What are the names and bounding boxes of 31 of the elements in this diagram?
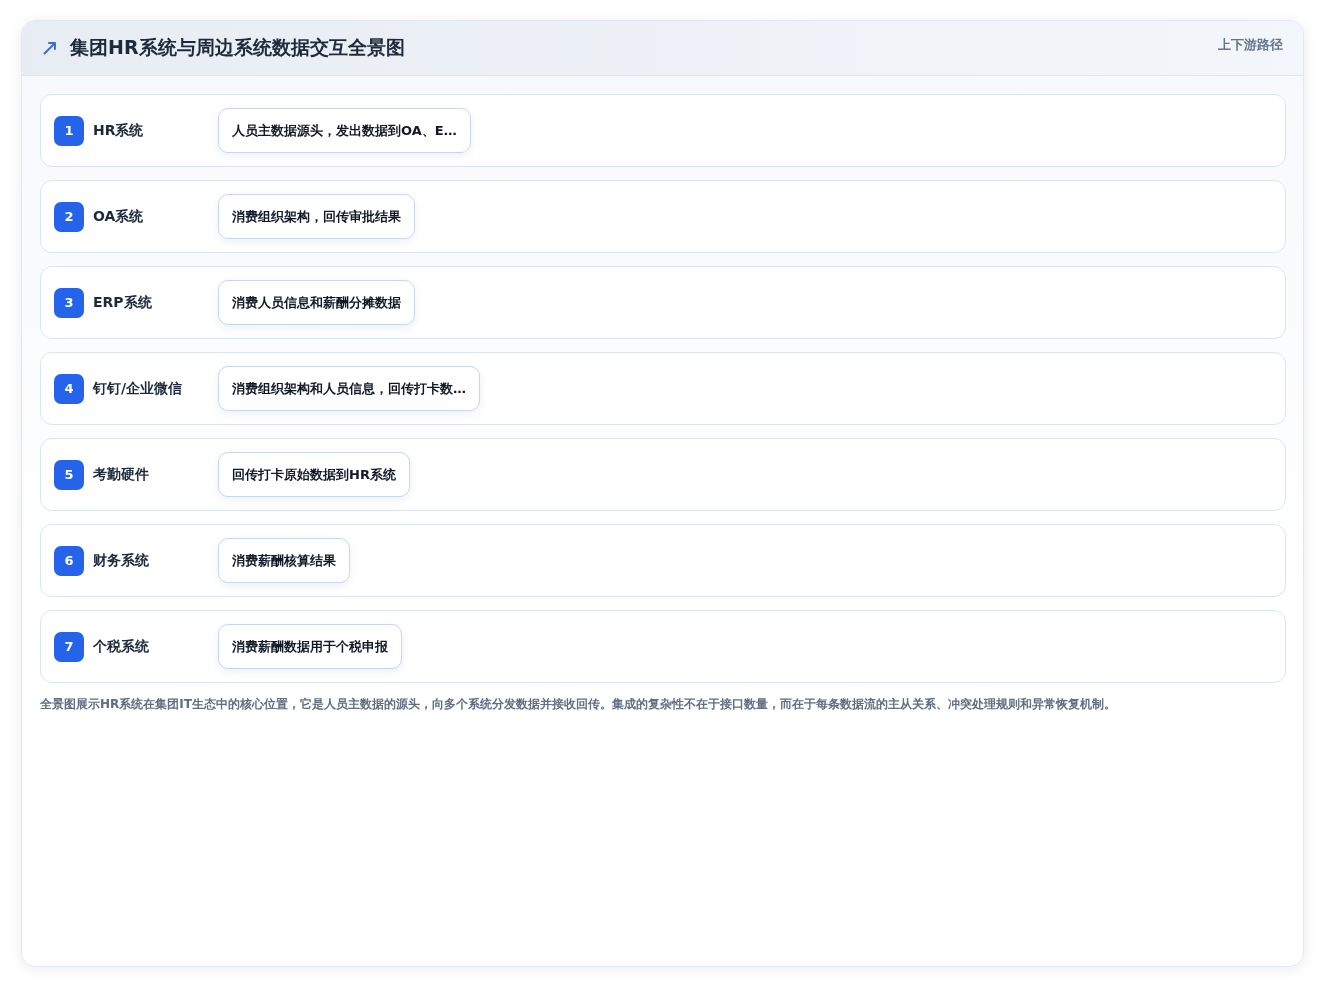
description-pill: 消费组织架构和人员信息，回传打卡数… xyxy=(218,366,480,411)
system-name: 考勤硬件 xyxy=(93,465,150,484)
number-badge: 1 xyxy=(54,115,84,146)
number-badge: 3 xyxy=(54,287,84,318)
description-pill: 人员主数据源头，发出数据到OA、E… xyxy=(218,108,471,153)
header-note: 上下游路径 xyxy=(1218,36,1283,54)
system-card xyxy=(40,94,1286,167)
system-name: 钉钉/企业微信 xyxy=(93,379,184,398)
description-pill: 消费组织架构，回传审批结果 xyxy=(218,194,415,239)
description-pill: 回传打卡原始数据到HR系统 xyxy=(218,452,410,497)
number-badge: 6 xyxy=(54,545,84,576)
system-card xyxy=(40,266,1286,339)
system-card xyxy=(40,610,1286,683)
system-card xyxy=(40,352,1286,425)
number-badge: 2 xyxy=(54,201,84,232)
caption: 全景图展示HR系统在集团IT生态中的核心位置，它是人员主数据的源头，向多个系统分发数据并接收回传。集成的复杂性不在于接口数量，而在于每条数据流的主从关系、冲突处理规则和异常恢复机制。 xyxy=(40,696,1117,713)
system-card xyxy=(40,524,1286,597)
system-name: ERP系统 xyxy=(93,293,153,312)
description-pill: 消费薪酬核算结果 xyxy=(218,538,350,583)
number-badge: 4 xyxy=(54,373,84,404)
description-pill: 消费薪酬数据用于个税申报 xyxy=(218,624,402,669)
title: 集团HR系统与周边系统数据交互全景图 xyxy=(70,35,405,60)
description-pill: 消费人员信息和薪酬分摊数据 xyxy=(218,280,415,325)
system-name: 财务系统 xyxy=(93,551,150,570)
system-name: 个税系统 xyxy=(93,637,150,656)
system-name: OA系统 xyxy=(93,207,145,226)
number-badge: 5 xyxy=(54,459,84,490)
system-card xyxy=(40,438,1286,511)
system-name: HR系统 xyxy=(93,121,145,140)
system-card xyxy=(40,180,1286,253)
number-badge: 7 xyxy=(54,631,84,662)
